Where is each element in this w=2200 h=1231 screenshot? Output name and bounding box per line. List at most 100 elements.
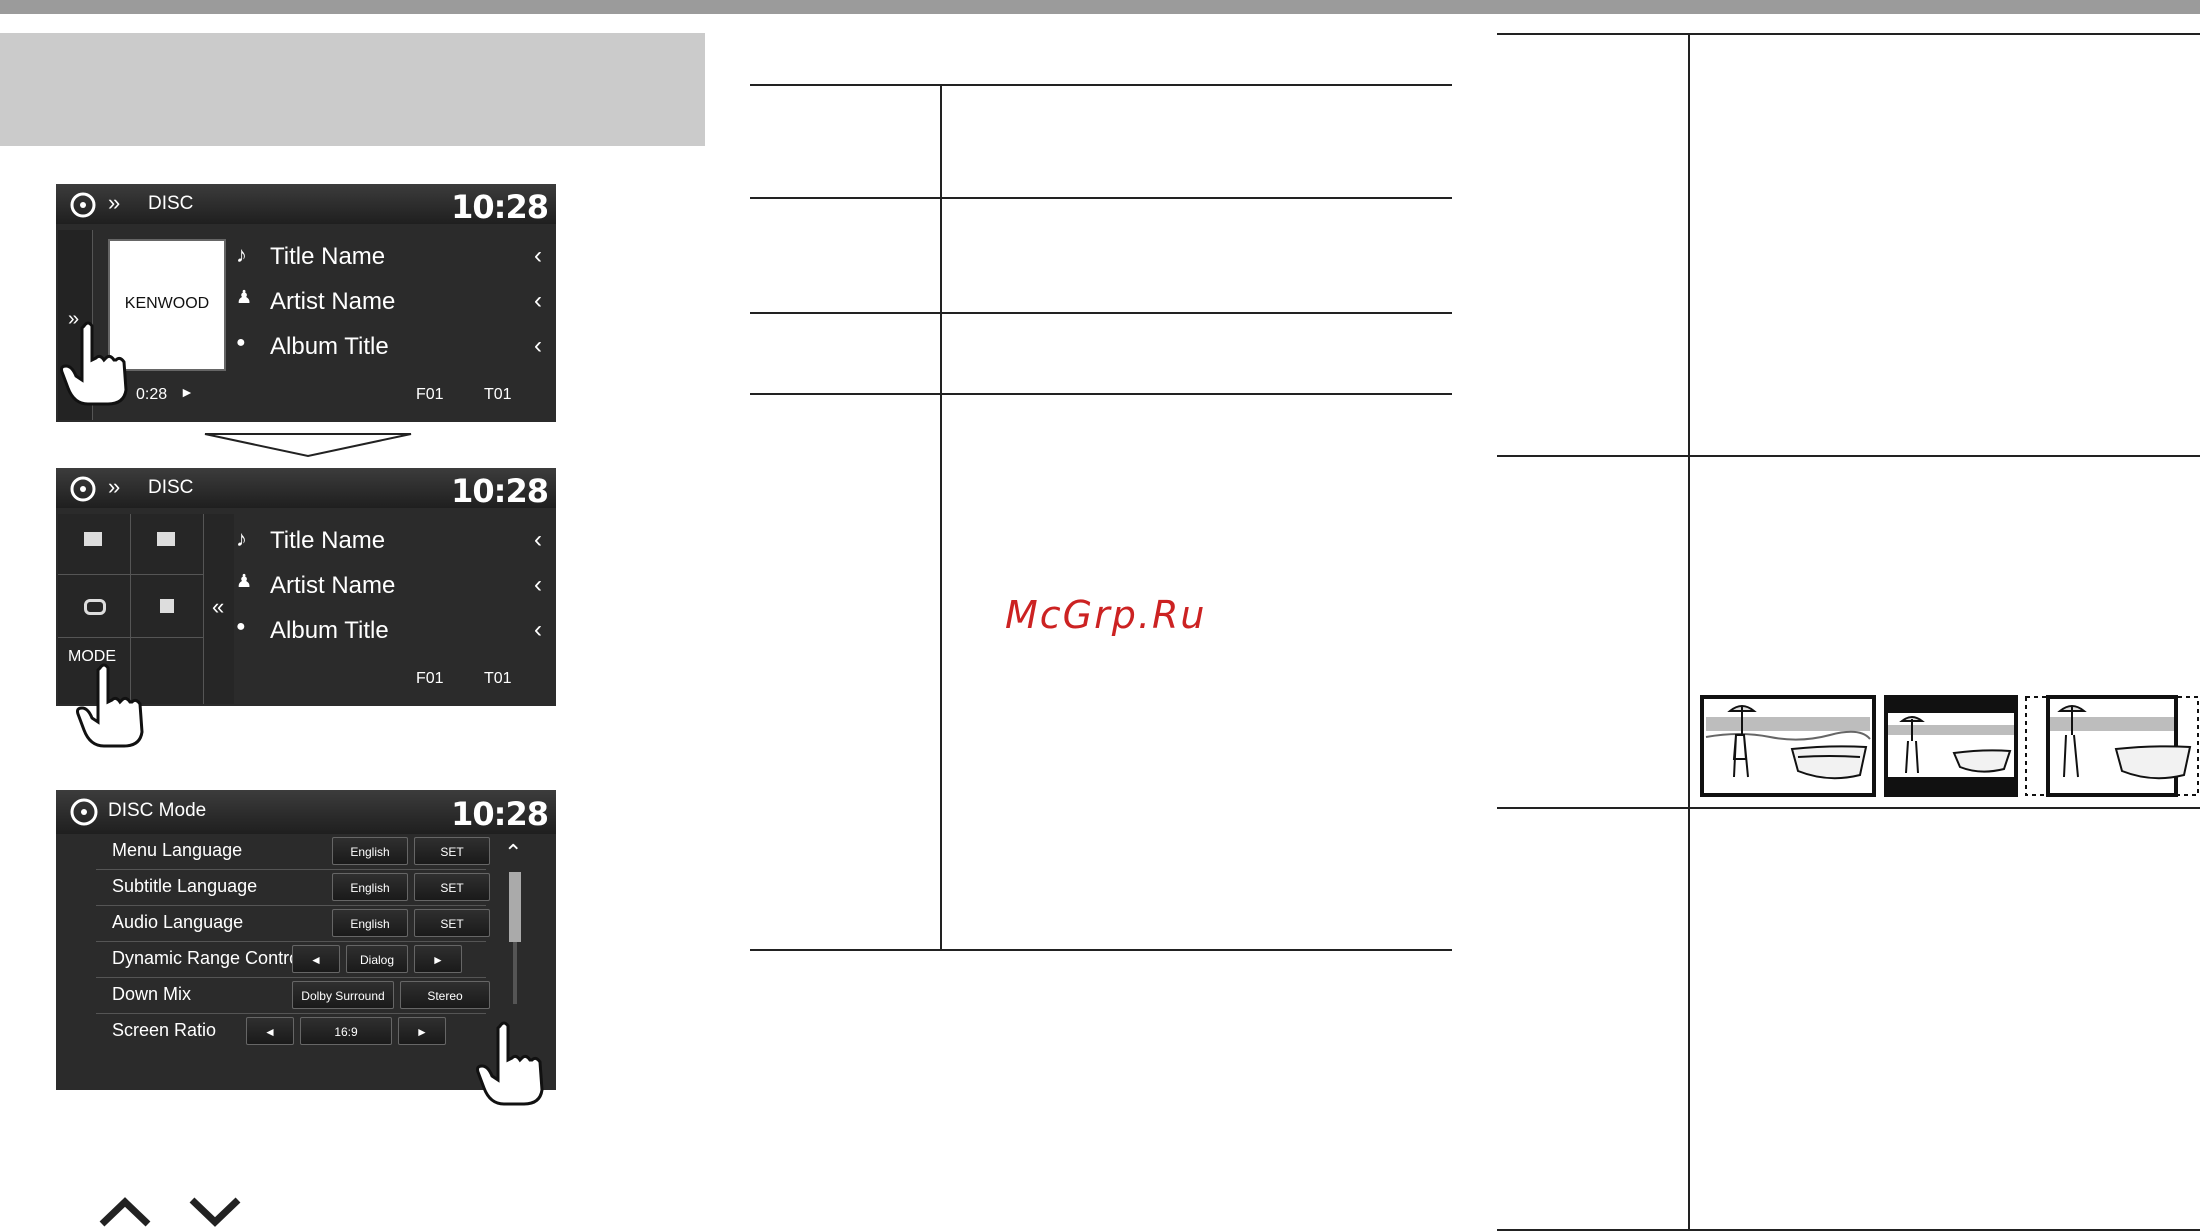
album-title: Album Title — [270, 617, 389, 644]
setting-row: Screen Ratio ◄ 16:9 ► — [96, 1014, 486, 1049]
scroll-text-icon[interactable]: ‹ — [534, 571, 542, 598]
control-panel: MODE « — [58, 514, 234, 704]
value-display: 16:9 — [300, 1017, 392, 1045]
disc-mode-screen: DISC Mode 10:28 Menu Language English SE… — [56, 790, 556, 1090]
mode-label: MODE — [68, 648, 116, 665]
stop-icon — [160, 599, 174, 613]
setting-label: Dynamic Range Control — [112, 948, 304, 968]
table-rule — [1497, 807, 2200, 809]
setting-label: Menu Language — [112, 840, 243, 860]
chevron-down-icon — [189, 1197, 241, 1227]
setting-row: Dynamic Range Control ◄ Dialog ► — [96, 942, 486, 978]
setting-label: Down Mix — [112, 984, 192, 1004]
play-icon: ► — [180, 384, 194, 400]
value-display: Dialog — [346, 945, 408, 973]
source-name: DISC — [148, 477, 194, 498]
value-button[interactable]: English — [332, 873, 408, 901]
disc-playback-screen: » DISC 10:28 » KENWOOD ♪ Title Name ‹ ♟ … — [56, 184, 556, 422]
scrollbar-thumb[interactable] — [509, 872, 521, 942]
setting-row: Audio Language English SET — [96, 906, 490, 942]
table-rule — [750, 312, 1452, 314]
playback-time: 0:28 — [136, 386, 168, 403]
table-rule — [750, 949, 1452, 951]
set-button[interactable]: SET — [414, 909, 490, 937]
down-arrow-icon — [204, 433, 412, 458]
screen-title: DISC Mode — [108, 800, 207, 821]
album-art: KENWOOD — [108, 239, 226, 371]
finger-tap-icon — [76, 663, 144, 748]
previous-button[interactable]: ◄ — [246, 1017, 294, 1045]
person-icon: ♟ — [236, 287, 253, 307]
album-title: Album Title — [270, 333, 389, 360]
folder-up-button[interactable] — [131, 514, 204, 575]
section-header-box — [0, 33, 705, 146]
disc-source-icon[interactable] — [70, 192, 96, 218]
clock: 10:28 — [451, 795, 549, 833]
scroll-text-icon[interactable]: ‹ — [534, 287, 542, 314]
folder-number: F01 — [416, 670, 444, 687]
table-rule — [750, 393, 1452, 395]
previous-button[interactable]: ◄ — [292, 945, 340, 973]
artist-name: Artist Name — [270, 288, 396, 315]
table-rule — [1497, 1229, 2200, 1231]
folder-number: F01 — [416, 386, 444, 403]
folder-down-button[interactable] — [58, 514, 131, 575]
artist-name: Artist Name — [270, 572, 396, 599]
status-bar: DISC Mode 10:28 — [56, 790, 556, 834]
mode-button[interactable]: MODE — [58, 638, 131, 704]
disc-source-icon — [70, 798, 98, 826]
next-button[interactable]: ► — [398, 1017, 446, 1045]
screen-ratio-letterbox-image — [1884, 695, 2018, 797]
person-icon: ♟ — [236, 571, 253, 591]
music-note-icon: ♪ — [236, 242, 247, 267]
scroll-text-icon[interactable]: ‹ — [534, 332, 542, 359]
track-title: Title Name — [270, 527, 386, 554]
next-button[interactable]: ► — [414, 945, 462, 973]
setting-label: Audio Language — [112, 912, 244, 932]
status-bar: » DISC 10:28 — [56, 468, 556, 510]
scroll-text-icon[interactable]: ‹ — [534, 242, 542, 269]
expand-source-icon[interactable]: » — [108, 190, 121, 215]
repeat-icon — [84, 599, 106, 615]
table-divider — [1688, 33, 1690, 1231]
expand-source-icon[interactable]: » — [108, 474, 121, 499]
collapse-panel-icon[interactable]: « — [212, 594, 225, 619]
top-bar — [0, 0, 2200, 14]
setting-label: Subtitle Language — [112, 876, 258, 896]
screen-ratio-pan-scan-image — [2025, 695, 2199, 797]
watermark: McGrp.Ru — [1005, 593, 1207, 637]
table-rule — [750, 197, 1452, 199]
track-title: Title Name — [270, 243, 386, 270]
folder-up-icon — [157, 532, 175, 546]
track-number: T01 — [484, 386, 512, 403]
disc-source-icon[interactable] — [70, 476, 96, 502]
setting-label: Screen Ratio — [112, 1020, 217, 1040]
scroll-text-icon[interactable]: ‹ — [534, 616, 542, 643]
option-button[interactable]: Stereo — [400, 981, 490, 1009]
disc-panel-screen: » DISC 10:28 MODE « ♪ Title Name ‹ ♟ Art… — [56, 468, 556, 706]
kenwood-logo: KENWOOD — [124, 295, 210, 312]
table-rule — [750, 84, 1452, 86]
music-note-icon: ♪ — [236, 526, 247, 551]
disc-icon: ● — [236, 618, 246, 635]
setting-row: Subtitle Language English SET — [96, 870, 490, 906]
value-button[interactable]: English — [332, 909, 408, 937]
folder-down-icon — [84, 532, 102, 546]
setting-row: Down Mix Dolby Surround Stereo — [96, 978, 490, 1014]
scrollbar-track[interactable] — [509, 872, 521, 1004]
value-button[interactable]: English — [332, 837, 408, 865]
table-rule — [1497, 455, 2200, 457]
repeat-button[interactable] — [58, 575, 131, 638]
option-button[interactable]: Dolby Surround — [292, 981, 394, 1009]
track-number: T01 — [484, 670, 512, 687]
table-divider — [940, 84, 942, 950]
set-button[interactable]: SET — [414, 837, 490, 865]
table-rule — [1497, 33, 2200, 35]
stop-button[interactable] — [131, 575, 204, 638]
finger-tap-icon — [60, 321, 128, 406]
finger-tap-icon — [476, 1021, 544, 1106]
set-button[interactable]: SET — [414, 873, 490, 901]
scroll-up-icon[interactable]: ⌃ — [504, 840, 523, 865]
scroll-text-icon[interactable]: ‹ — [534, 526, 542, 553]
open-panel-icon[interactable]: » — [68, 308, 80, 330]
